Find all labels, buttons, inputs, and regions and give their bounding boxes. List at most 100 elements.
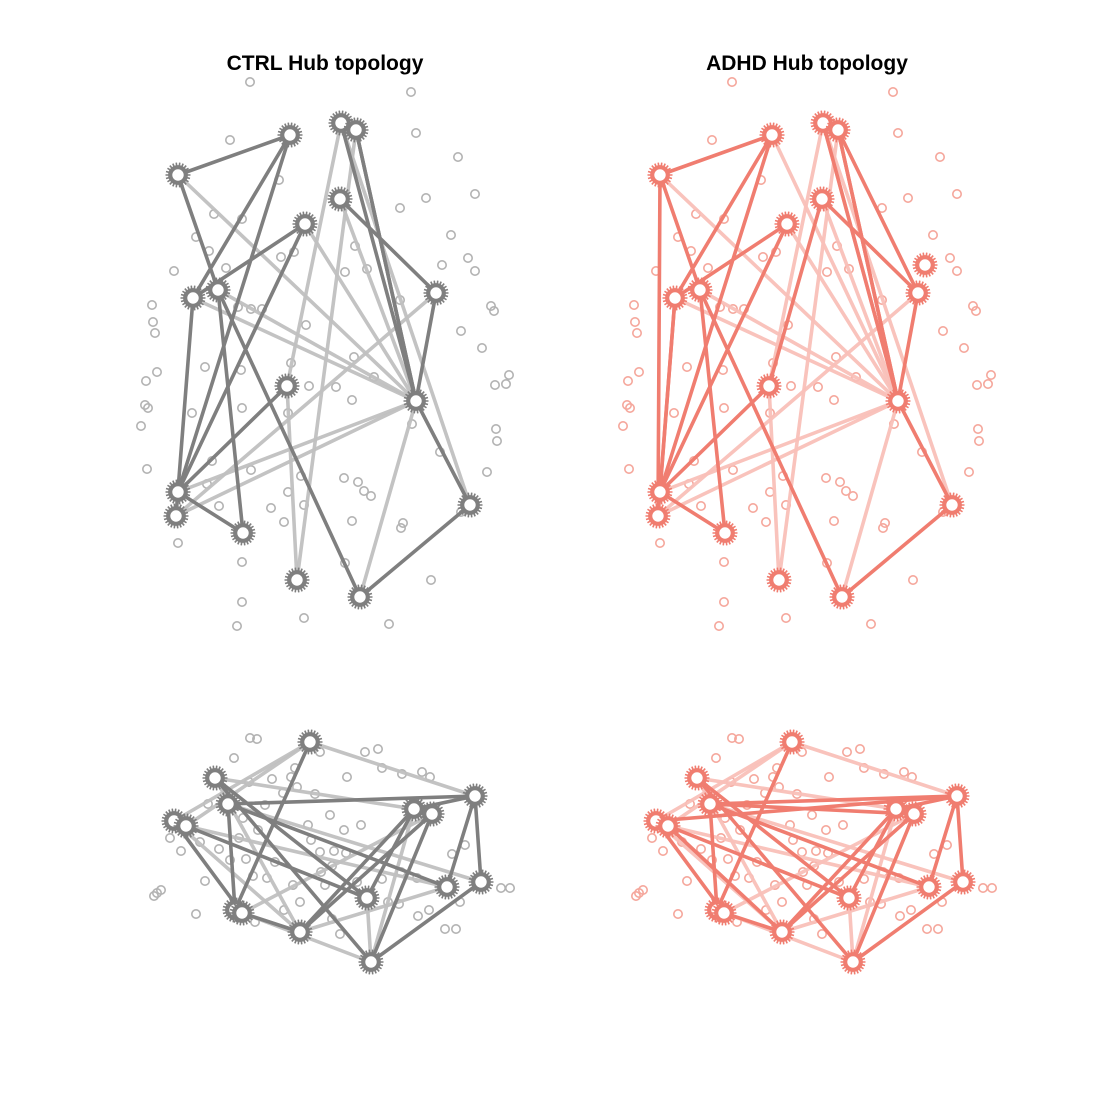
adhd-sagittal-region-node bbox=[833, 876, 844, 887]
adhd-axial-weak-edge bbox=[840, 399, 900, 599]
ctrl-sagittal-region-node bbox=[372, 743, 383, 754]
ctrl-axial-hub-ring bbox=[277, 376, 297, 396]
adhd-axial-hub-ring bbox=[832, 587, 852, 607]
ctrl-axial-hub-ring bbox=[183, 288, 203, 308]
adhd-axial-hub-node bbox=[756, 373, 782, 399]
adhd-axial-strong-edge bbox=[658, 384, 771, 494]
ctrl-axial-region-node bbox=[469, 265, 480, 276]
adhd-axial-hub-ring bbox=[759, 376, 779, 396]
ctrl-axial-region-node bbox=[488, 305, 499, 316]
adhd-sagittal-hub-ring bbox=[839, 888, 859, 908]
ctrl-axial-hub-node bbox=[165, 162, 191, 188]
ctrl-axial-hub-ring bbox=[346, 120, 366, 140]
adhd-sagittal-weak-edge bbox=[708, 802, 965, 884]
adhd-sagittal-region-node bbox=[841, 746, 852, 757]
ctrl-axial-region-node bbox=[147, 299, 158, 310]
adhd-axial-region-node bbox=[951, 189, 962, 200]
adhd-axial-hub-node bbox=[766, 567, 792, 593]
ctrl-sagittal-hub-node bbox=[173, 813, 199, 839]
adhd-sagittal-region-node bbox=[646, 832, 657, 843]
adhd-sagittal-hub-ring bbox=[953, 872, 973, 892]
adhd-sagittal-strong-edge bbox=[708, 794, 959, 806]
ctrl-axial-hub-node bbox=[180, 285, 206, 311]
ctrl-sagittal-region-node bbox=[504, 882, 515, 893]
adhd-axial-weak-edge bbox=[767, 121, 825, 388]
adhd-axial-hub-ring bbox=[777, 214, 797, 234]
ctrl-sagittal-region-node bbox=[412, 910, 423, 921]
ctrl-axial-region-node bbox=[152, 366, 163, 377]
ctrl-axial-hub-ring bbox=[330, 189, 350, 209]
ctrl-sagittal-weak-edge bbox=[226, 802, 483, 884]
ctrl-axial-strong-edge bbox=[176, 133, 292, 494]
ctrl-axial-hub-spikes bbox=[457, 492, 483, 518]
ctrl-axial-hub-spikes bbox=[343, 117, 369, 143]
ctrl-axial-region-node bbox=[489, 379, 500, 390]
adhd-sagittal-region-node bbox=[681, 875, 692, 886]
adhd-axial-region-node bbox=[847, 490, 858, 501]
ctrl-sagittal-weak-edge bbox=[308, 740, 477, 798]
adhd-sagittal-region-node bbox=[722, 853, 733, 864]
ctrl-axial-hub-node bbox=[347, 584, 373, 610]
ctrl-axial-hub-ring bbox=[166, 506, 186, 526]
adhd-axial-region-node bbox=[834, 476, 845, 487]
adhd-axial-region-node bbox=[633, 366, 644, 377]
adhd-axial-region-node bbox=[828, 515, 839, 526]
ctrl-sagittal-strong-edge bbox=[445, 794, 477, 889]
adhd-sagittal-hub-spikes bbox=[769, 919, 795, 945]
adhd-axial-strong-edge bbox=[767, 197, 824, 388]
adhd-axial-region-node bbox=[927, 230, 938, 241]
ctrl-sagittal-hub-node bbox=[297, 729, 323, 755]
adhd-panel-title: ADHD Hub topology bbox=[706, 52, 908, 75]
adhd-axial-hub-node bbox=[939, 492, 965, 518]
adhd-sagittal-weak-edge bbox=[666, 740, 794, 828]
ctrl-sagittal-strong-edge bbox=[298, 812, 434, 934]
adhd-sagittal-hub-spikes bbox=[950, 869, 976, 895]
ctrl-axial-strong-edge bbox=[358, 503, 472, 599]
adhd-sagittal-region-node bbox=[748, 773, 759, 784]
ctrl-axial-weak-edge bbox=[303, 222, 418, 403]
ctrl-sagittal-hub-ring bbox=[465, 786, 485, 806]
adhd-sagittal-region-node bbox=[630, 890, 641, 901]
adhd-axial-hub-ring bbox=[888, 391, 908, 411]
ctrl-axial-hub-spikes bbox=[292, 211, 318, 237]
adhd-axial-hub-ring bbox=[690, 280, 710, 300]
ctrl-axial-hub-ring bbox=[406, 391, 426, 411]
ctrl-axial-region-node bbox=[275, 252, 286, 263]
ctrl-axial-hub-spikes bbox=[327, 186, 353, 212]
ctrl-axial-region-node bbox=[300, 319, 311, 330]
adhd-sagittal-region-node bbox=[986, 882, 997, 893]
ctrl-sagittal-hub-ring bbox=[361, 952, 381, 972]
ctrl-axial-hub-spikes bbox=[230, 520, 256, 546]
ctrl-axial-hub-node bbox=[457, 492, 483, 518]
adhd-axial-region-node bbox=[624, 402, 635, 413]
ctrl-axial-hub-node bbox=[327, 186, 353, 212]
adhd-sagittal-hub-node bbox=[779, 729, 805, 755]
adhd-sagittal-region-node bbox=[710, 752, 721, 763]
adhd-sagittal-strong-edge bbox=[927, 794, 959, 889]
adhd-axial-hub-node bbox=[712, 520, 738, 546]
ctrl-sagittal-region-node bbox=[324, 809, 335, 820]
adhd-axial-region-node bbox=[621, 399, 632, 410]
adhd-sagittal-region-node bbox=[854, 743, 865, 754]
adhd-sagittal-hub-spikes bbox=[655, 813, 681, 839]
adhd-axial-region-node bbox=[972, 423, 983, 434]
ctrl-axial-hub-spikes bbox=[403, 388, 429, 414]
adhd-sagittal-region-node bbox=[734, 824, 745, 835]
adhd-sagittal-hub-node bbox=[711, 900, 737, 926]
ctrl-sagittal-hub-node bbox=[462, 783, 488, 809]
ctrl-axial-hub-ring bbox=[287, 570, 307, 590]
adhd-axial-region-node bbox=[967, 300, 978, 311]
adhd-axial-region-node bbox=[718, 596, 729, 607]
ctrl-sagittal-region-node bbox=[191, 908, 202, 919]
adhd-axial-region-node bbox=[944, 253, 955, 264]
ctrl-axial-region-node bbox=[485, 300, 496, 311]
adhd-sagittal-strong-edge bbox=[708, 802, 719, 912]
adhd-axial-hub-ring bbox=[648, 506, 668, 526]
ctrl-axial-hub-ring bbox=[280, 125, 300, 145]
adhd-axial-hub-ring bbox=[762, 125, 782, 145]
ctrl-sagittal-region-node bbox=[334, 928, 345, 939]
adhd-axial-region-node bbox=[726, 77, 737, 88]
adhd-axial-strong-edge bbox=[896, 291, 920, 403]
ctrl-axial-strong-edge bbox=[191, 133, 292, 300]
ctrl-axial-region-node bbox=[278, 516, 289, 527]
